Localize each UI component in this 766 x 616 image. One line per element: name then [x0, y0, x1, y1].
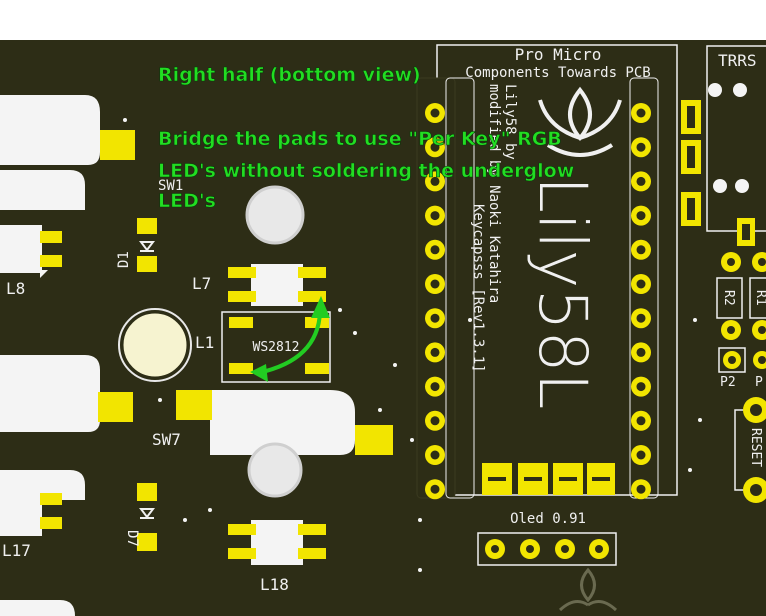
l17-label: L17: [2, 541, 31, 560]
oled-label: Oled 0.91: [510, 511, 586, 527]
credit-line-2: modified by Naoki Katahira: [486, 84, 502, 303]
annotation-line-2: LED's without soldering the underglow: [158, 160, 574, 182]
trrs-label: TRRS: [718, 51, 757, 70]
solder-jumpers: [482, 463, 615, 495]
annotation-title: Right half (bottom view): [158, 64, 421, 86]
credit-line-3: Keycapsss [Rev1.3.1]: [470, 204, 486, 373]
header-pin-hole: [430, 279, 440, 289]
d1-label: D1: [116, 251, 132, 268]
header-pin-hole: [430, 484, 440, 494]
p1-label: P: [755, 375, 763, 390]
p2-label: P2: [720, 375, 736, 390]
switch-pads: [98, 130, 393, 455]
header-pin-hole: [430, 382, 440, 392]
sw7-label: SW7: [152, 430, 181, 449]
sw1-label: SW1: [158, 178, 183, 194]
header-pin-hole: [636, 211, 646, 221]
l7-label: L7: [192, 274, 211, 293]
reset-label: RESET: [748, 428, 763, 467]
led-l18: [228, 520, 326, 565]
lily-logo-bottom-icon: [558, 567, 618, 612]
r1-label: R1: [753, 290, 766, 306]
header-pin-hole: [636, 108, 646, 118]
header-pin-hole: [430, 450, 440, 460]
header-pin-hole: [636, 416, 646, 426]
vias: [123, 118, 702, 572]
jumper-pad-centers: [687, 106, 695, 220]
reset-button-footprint: [734, 397, 766, 503]
diode-d7: [137, 483, 157, 551]
annotation-line-3: LED's: [158, 190, 216, 212]
header-pin-hole: [430, 108, 440, 118]
header-pin-hole: [430, 347, 440, 357]
header-pin-hole: [636, 450, 646, 460]
bridge-arrow: [250, 296, 330, 382]
header-pin-hole: [430, 211, 440, 221]
led-l7: [228, 264, 326, 306]
l8-label: L8: [6, 279, 25, 298]
header-pin-hole: [636, 313, 646, 323]
r2-label: R2: [721, 290, 736, 306]
header-pin-hole: [636, 142, 646, 152]
pro-micro-title: Pro Micro: [515, 45, 602, 64]
led-l8: [0, 225, 62, 278]
header-pin-hole: [636, 279, 646, 289]
d7-label: D7: [124, 530, 140, 547]
diode-d1: [137, 218, 157, 272]
switch-holes: [118, 185, 305, 498]
resistors: [716, 252, 766, 373]
header-pin-hole: [430, 313, 440, 323]
header-pin-hole: [430, 142, 440, 152]
annotation: Right half (bottom view) Bridge the pads…: [158, 64, 575, 213]
credit-line-1: Lily58 by: [502, 84, 518, 160]
led-l17: [0, 488, 62, 536]
oled-header: [477, 532, 617, 566]
header-pin-hole: [430, 176, 440, 186]
header-pin-hole: [636, 347, 646, 357]
annotation-line-1: Bridge the pads to use "Per Key" RGB: [158, 128, 562, 150]
header-pin-hole: [636, 484, 646, 494]
pro-micro-pins-left: [425, 103, 445, 500]
l18-label: L18: [260, 575, 289, 594]
header-pin-hole: [636, 245, 646, 255]
switch-cutouts: [0, 95, 355, 616]
ws2812-label: WS2812: [253, 340, 300, 355]
trrs-jack: [706, 45, 766, 246]
header-pin-hole: [636, 176, 646, 186]
lily-logo-icon: [538, 86, 622, 157]
pro-micro-subtitle: Components Towards PCB: [465, 65, 650, 81]
pcb-board: [0, 40, 766, 616]
pro-micro-pins-right: [631, 103, 651, 500]
l1-label: L1: [195, 333, 214, 352]
header-pin-hole: [430, 245, 440, 255]
logo-text: Lily58L: [524, 176, 601, 409]
header-pin-hole: [430, 416, 440, 426]
header-pin-hole: [636, 382, 646, 392]
